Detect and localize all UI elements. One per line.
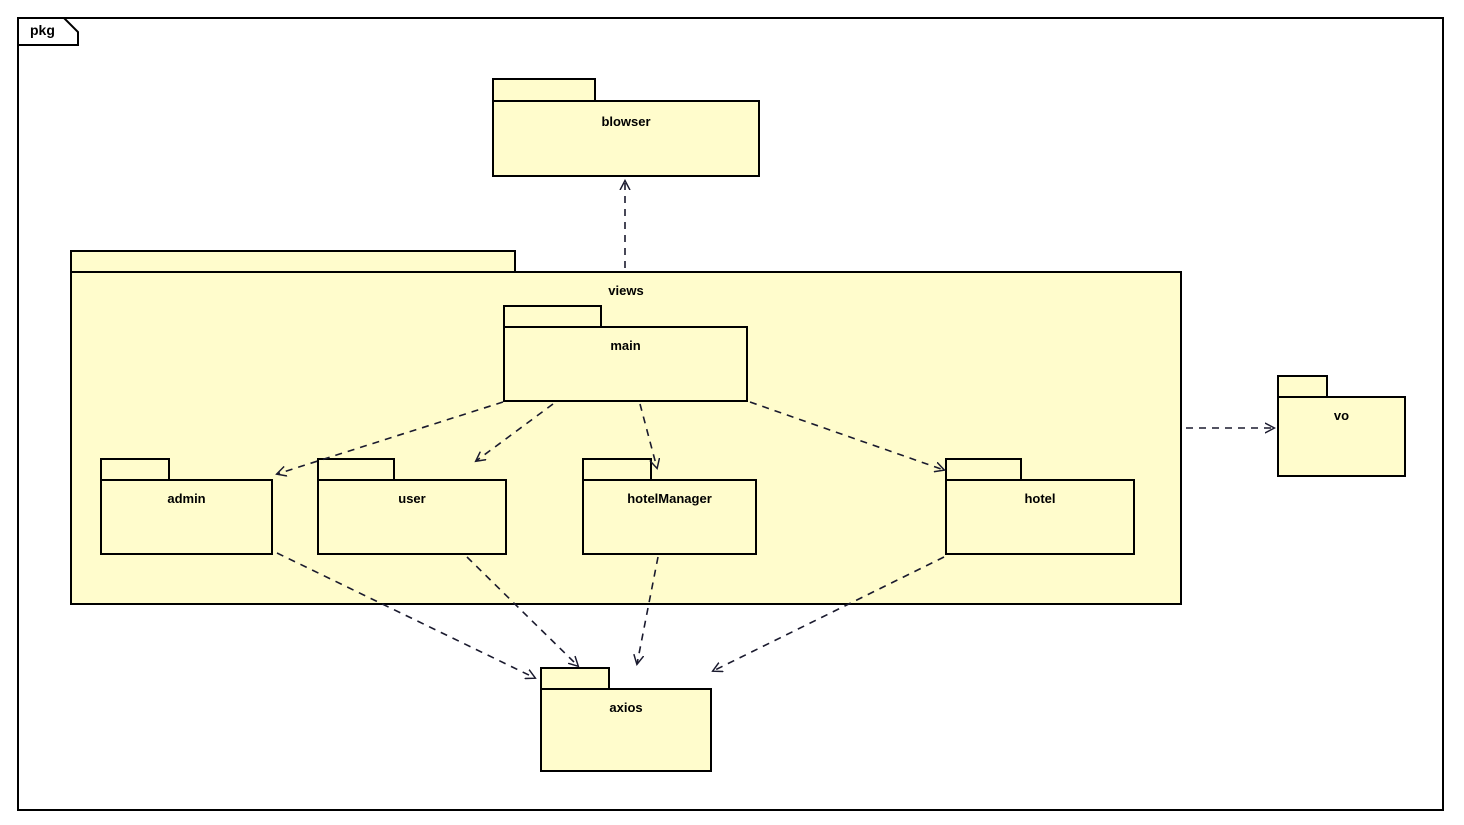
package-main[interactable]: main [503,305,748,402]
package-hotelmanager-tab [582,458,652,479]
package-vo[interactable]: vo [1277,375,1406,477]
package-axios-tab [540,667,610,688]
frame-tab-outline [18,17,79,46]
frame-label: pkg [30,22,55,38]
package-main-tab [503,305,602,326]
package-user-tab [317,458,395,479]
package-axios[interactable]: axios [540,667,712,772]
package-vo-body [1277,396,1406,477]
package-user-body [317,479,507,555]
package-views-tab [70,250,516,271]
package-hotel[interactable]: hotel [945,458,1135,555]
package-admin-tab [100,458,170,479]
package-blowser-body [492,100,760,177]
package-admin-body [100,479,273,555]
package-user[interactable]: user [317,458,507,555]
package-vo-tab [1277,375,1328,396]
package-main-body [503,326,748,402]
package-blowser-tab [492,78,596,100]
package-hotelmanager[interactable]: hotelManager [582,458,757,555]
package-hotel-tab [945,458,1022,479]
frame-outline [17,17,1444,811]
package-hotelmanager-body [582,479,757,555]
package-hotel-body [945,479,1135,555]
package-admin[interactable]: admin [100,458,273,555]
package-axios-body [540,688,712,772]
package-blowser[interactable]: blowser [492,78,760,177]
